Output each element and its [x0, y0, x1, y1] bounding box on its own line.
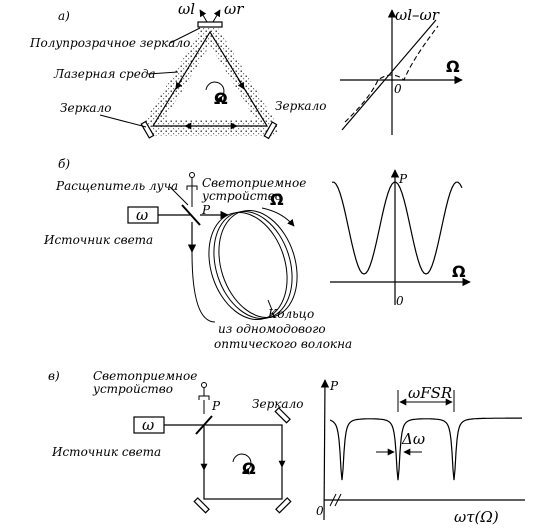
- part-a-label: а): [58, 9, 70, 23]
- ring-leader: [267, 299, 273, 311]
- mirror-right: [263, 121, 278, 140]
- rotation-arrow-icon: [205, 81, 225, 103]
- mirror-left: [140, 120, 155, 139]
- semi-mirror-top: [197, 21, 223, 28]
- power-symbol-b: P: [201, 203, 211, 217]
- detector-label-c-1: Светоприемное: [93, 369, 197, 383]
- laser-medium-leader: [147, 71, 179, 75]
- rotation-omega-c: Ω: [242, 459, 256, 478]
- beam-splitter-label: Расщепитель луча: [55, 179, 178, 193]
- detector-terminal-c: [201, 382, 207, 388]
- mirror-c-bottom-right: [275, 497, 292, 514]
- graph-a-ylabel: ωl–ωr: [395, 6, 440, 24]
- graph-b-xlabel: Ω: [452, 262, 466, 281]
- fiber-coil: [208, 209, 298, 321]
- rotation-omega: Ω: [214, 89, 228, 108]
- detector-label-b-2: устройство: [201, 189, 282, 203]
- part-b-label: б): [58, 157, 70, 171]
- rotation-omega-b: Ω: [270, 190, 284, 209]
- ring-label-3: оптического волокна: [214, 337, 352, 351]
- part-b: б) ω Источник света Расщепитель луча Све…: [43, 157, 471, 351]
- part-c: в) Светоприемное устройство P ω Источник…: [48, 369, 525, 526]
- graph-c-ylabel: P: [329, 379, 339, 393]
- graph-c-xlabel: ωτ(Ω): [454, 508, 499, 526]
- graph-c-curve: [329, 417, 522, 481]
- mirror-c-top-right: [274, 407, 291, 424]
- output-beam-l: [199, 9, 208, 23]
- beam-splitter: [181, 204, 201, 226]
- detector-label-b-1: Светоприемное: [202, 176, 306, 190]
- graph-a: ωl–ωr Ω 0: [340, 6, 463, 135]
- beam-splitter-leader: [169, 186, 189, 206]
- power-symbol-c: P: [211, 399, 221, 413]
- rotation-arrow-b-icon: [261, 207, 295, 227]
- source-box-c-label: ω: [142, 416, 154, 434]
- graph-c-origin: 0: [316, 504, 324, 518]
- semi-mirror-label: Полупрозрачное зеркало: [29, 36, 190, 50]
- source-box-b-label: ω: [136, 206, 148, 224]
- detector-terminal-b: [189, 172, 195, 178]
- detector-label-c-2: устройство: [92, 382, 173, 396]
- graph-b-curve: [332, 181, 463, 275]
- fiber-lead-b: [191, 251, 216, 323]
- graph-b: P Ω 0: [330, 169, 471, 308]
- source-label-b: Источник света: [43, 233, 153, 247]
- laser-medium-label: Лазерная среда: [53, 67, 156, 81]
- beam-arrow-left: [175, 78, 183, 90]
- mirror-c-bottom-left: [193, 497, 210, 514]
- omega-l-label: ωl: [178, 0, 195, 18]
- output-beam-r: [212, 9, 221, 23]
- mirror-c-label: Зеркало: [252, 397, 303, 411]
- beam-arrow-right: [237, 78, 245, 90]
- mirror-left-label: Зеркало: [60, 101, 111, 115]
- ring-label-1: Кольцо: [267, 307, 314, 321]
- source-label-c: Источник света: [51, 445, 161, 459]
- ring-label-2: из одномодового: [218, 322, 326, 336]
- width-label: Δω: [401, 430, 425, 448]
- laser-medium: [142, 22, 278, 136]
- detector-icon-c: [198, 395, 210, 400]
- part-c-label: в): [48, 369, 60, 383]
- graph-c-y-axis: [320, 379, 330, 521]
- graph-c: P 0 ωτ(Ω) ωFSR Δω: [316, 379, 525, 526]
- graph-b-origin: 0: [396, 294, 404, 308]
- part-a: а) ωl ωr Ω Полупрозрачное зеркало Лазерн…: [29, 0, 463, 140]
- omega-r-label: ωr: [224, 0, 244, 18]
- mirror-right-label: Зеркало: [275, 99, 326, 113]
- graph-b-ylabel: P: [398, 172, 408, 186]
- graph-a-origin: 0: [394, 82, 402, 96]
- graph-a-xlabel: Ω: [446, 57, 460, 76]
- mirror-left-leader: [99, 114, 147, 128]
- fsr-label: ωFSR: [408, 384, 452, 402]
- rotation-arrow-c-icon: [232, 453, 252, 475]
- semi-mirror-leader: [169, 27, 201, 44]
